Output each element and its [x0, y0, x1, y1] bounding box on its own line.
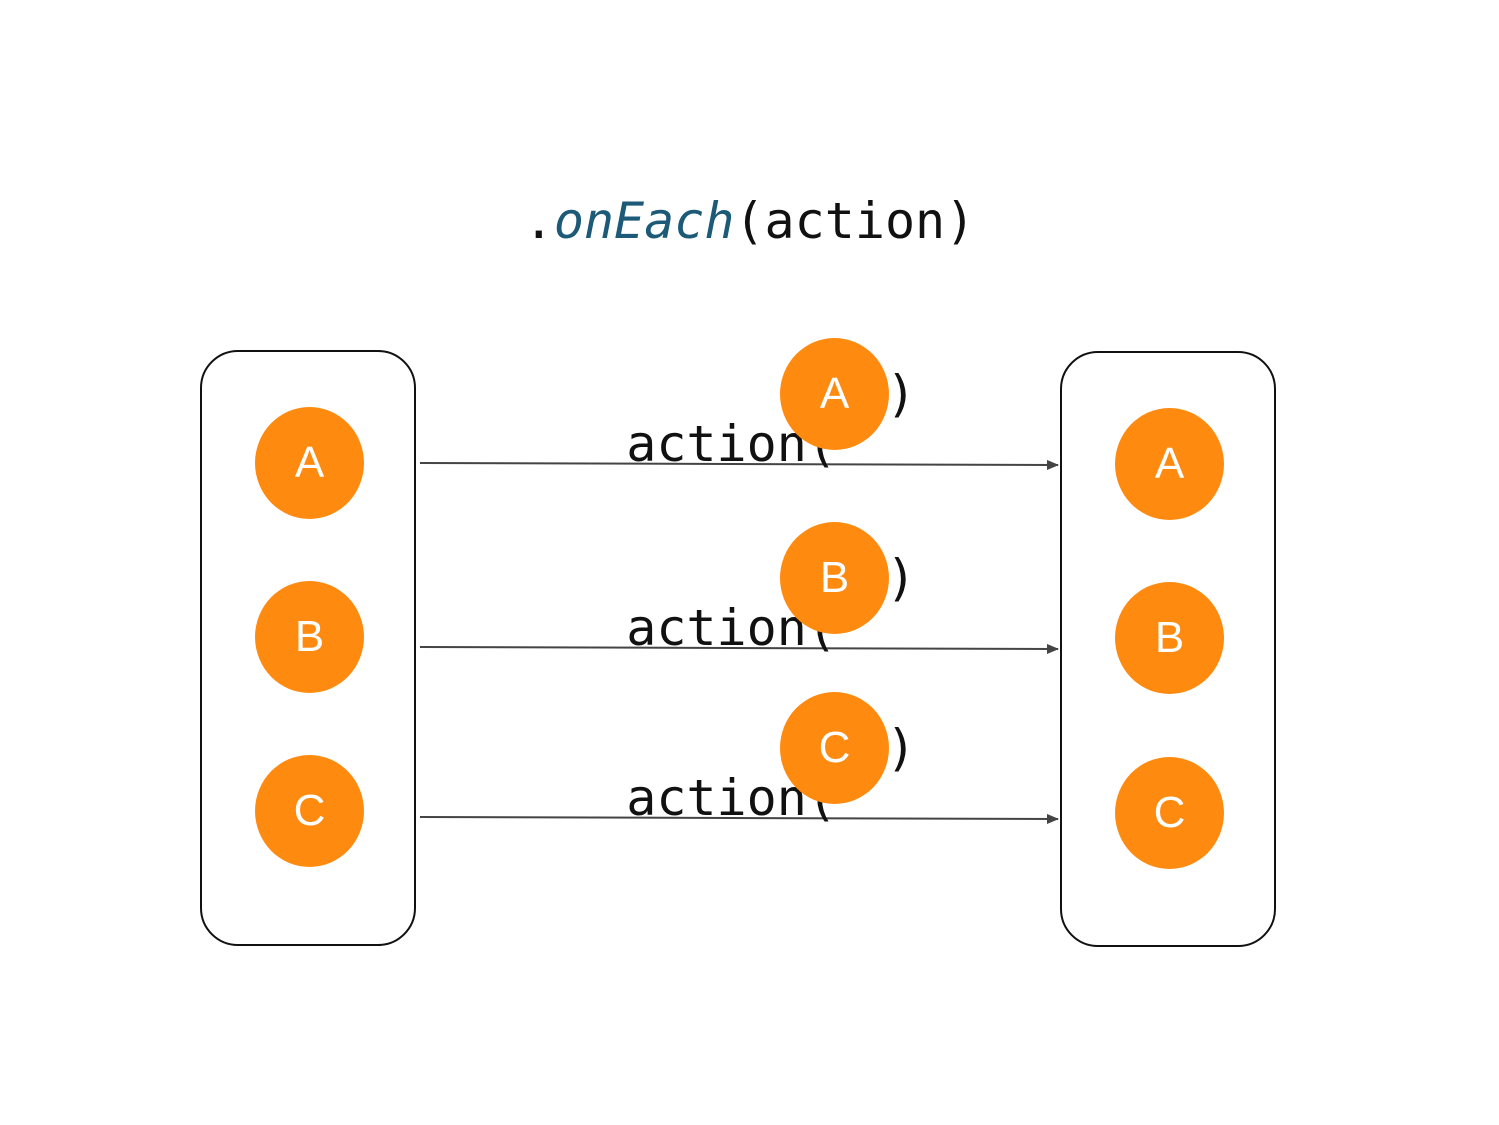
arrow-b: [419, 643, 1059, 654]
title-close-paren: ): [945, 192, 976, 250]
title-dot: .: [523, 192, 554, 250]
output-item-b: B: [1115, 582, 1224, 694]
output-item-a: A: [1115, 408, 1224, 520]
arrow-a: [419, 459, 1059, 470]
arrow-c: [419, 813, 1059, 824]
source-item-b: B: [255, 581, 364, 693]
action-call-a-item: A: [780, 338, 889, 450]
output-item-c: C: [1115, 757, 1224, 869]
title-parameter: action: [764, 192, 946, 250]
action-call-c-item: C: [780, 692, 889, 804]
action-call-a-close: ): [886, 365, 917, 423]
action-call-b-close: ): [886, 549, 917, 607]
action-call-c-close: ): [886, 719, 917, 777]
source-item-c: C: [255, 755, 364, 867]
title-function-name: onEach: [553, 192, 735, 250]
source-item-a: A: [255, 407, 364, 519]
diagram-title: .onEach(action): [0, 196, 1499, 246]
action-call-b-item: B: [780, 522, 889, 634]
title-open-paren: (: [734, 192, 765, 250]
